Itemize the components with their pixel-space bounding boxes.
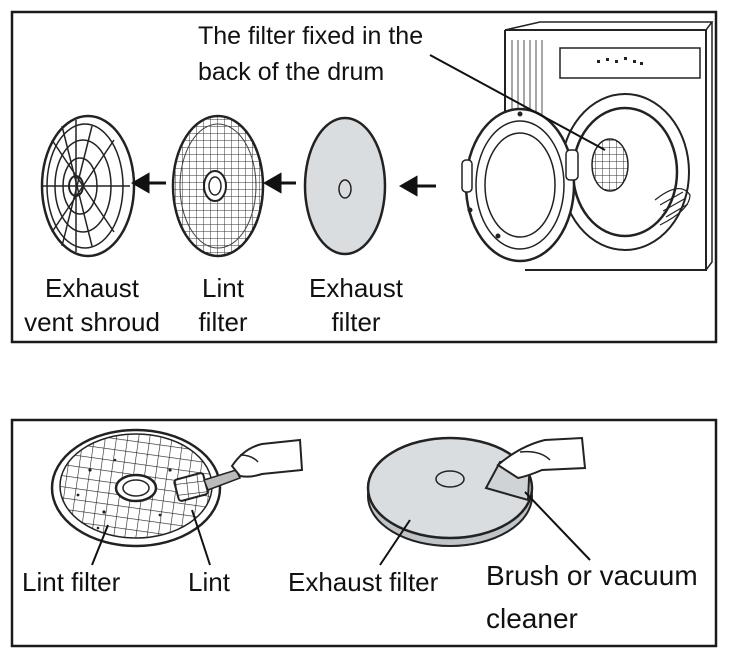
callout-line1: The filter fixed in the bbox=[198, 22, 423, 50]
brush-label-line1: Brush or vacuum bbox=[486, 560, 698, 591]
brush-label-line2: cleaner bbox=[486, 603, 578, 634]
brush-hand-left bbox=[173, 438, 304, 502]
arrow-to-shroud bbox=[130, 172, 166, 194]
exhaust-label-line1: Exhaust bbox=[309, 273, 404, 303]
arrow-to-lint bbox=[262, 172, 296, 194]
exhaust-vent-shroud bbox=[40, 114, 136, 258]
arrow-to-exhaust bbox=[398, 175, 436, 197]
lint-label: Lint bbox=[188, 567, 231, 597]
brush-hand-right bbox=[484, 436, 587, 502]
exhaust-label-line2: filter bbox=[331, 307, 380, 337]
lint-filter-bottom bbox=[50, 428, 222, 548]
lint-label-line1: Lint bbox=[202, 273, 245, 303]
top-panel-frame bbox=[10, 10, 718, 344]
bottom-panel: Lint filter Lint Exhaust filter Brush or… bbox=[10, 418, 718, 648]
exhaust-filter-label: Exhaust filter bbox=[288, 567, 439, 597]
callout-line2: back of the drum bbox=[198, 58, 384, 86]
lint-label-line2: filter bbox=[198, 307, 247, 337]
top-panel: The filter fixed in the back of the drum… bbox=[10, 10, 718, 344]
lint-filter-label: Lint filter bbox=[22, 567, 121, 597]
dryer-illustration bbox=[461, 21, 714, 271]
shroud-label-line1: Exhaust bbox=[45, 273, 140, 303]
callout-leader bbox=[429, 54, 606, 151]
shroud-label-line2: vent shroud bbox=[24, 307, 160, 337]
exhaust-filter-top bbox=[303, 116, 387, 256]
bottom-leaders bbox=[91, 491, 591, 566]
lint-filter-top bbox=[171, 114, 265, 258]
bottom-panel-frame bbox=[10, 418, 718, 648]
